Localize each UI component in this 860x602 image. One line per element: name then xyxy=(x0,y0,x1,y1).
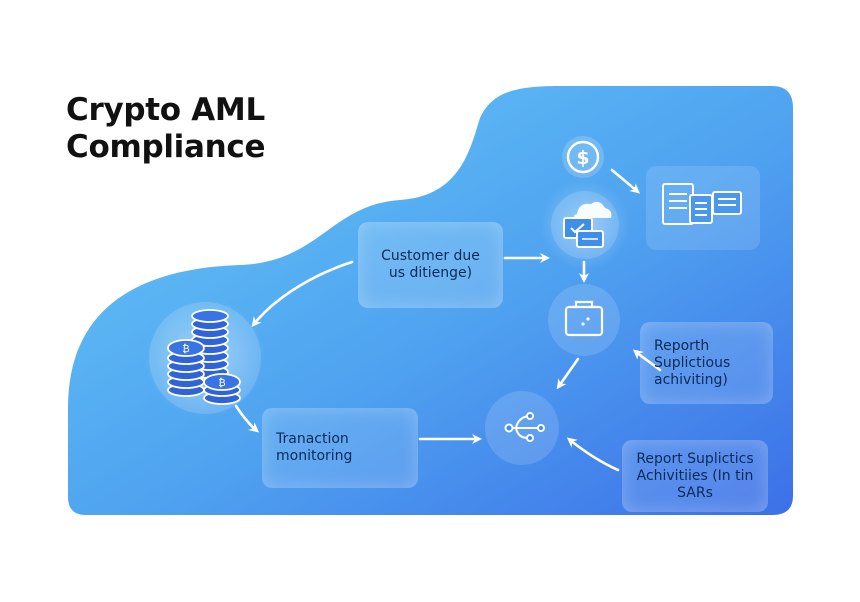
documents-icon xyxy=(662,183,742,225)
dollar-coin-icon: $ xyxy=(566,140,600,174)
card-label-line: us ditienge) xyxy=(388,265,473,281)
card-label-line: achiviting) xyxy=(654,371,728,388)
report-sars-card: Report Suplictics Achivitiies (In tin SA… xyxy=(622,440,768,512)
card-label-line: Report Suplictics xyxy=(636,450,754,467)
arrow-dollar-to-documents xyxy=(610,168,641,194)
card-label-line: Suplictious xyxy=(654,354,731,371)
arrow-report2-to-network xyxy=(566,437,620,472)
card-label-line: Tranaction xyxy=(276,431,349,447)
card-label-line: monitoring xyxy=(276,448,353,464)
flow-arrows xyxy=(234,168,662,472)
briefcase-icon xyxy=(564,300,604,337)
card-label-line: Reporth xyxy=(654,337,710,354)
title-line-1: Crypto AML xyxy=(66,92,265,128)
briefcase-node xyxy=(548,284,620,356)
arrow-report1-to-briefcase xyxy=(632,349,662,372)
card-label-line: SARs xyxy=(677,484,713,501)
card-label-line: Achivitiies (In tin xyxy=(636,467,754,484)
network-nodes-icon xyxy=(504,412,545,442)
title-line-2: Compliance xyxy=(66,129,266,165)
card-label-line: Customer due xyxy=(381,248,480,264)
svg-text:₿: ₿ xyxy=(218,377,225,389)
page-title: Crypto AML Compliance xyxy=(66,92,265,166)
transaction-monitoring-card: Tranaction monitoring xyxy=(262,408,418,488)
customer-due-diligence-card: Customer due us ditienge) xyxy=(358,222,503,308)
arrow-coins-to-transaction xyxy=(234,404,260,433)
arrow-briefcase-to-network xyxy=(556,357,580,390)
svg-text:₿: ₿ xyxy=(182,343,189,355)
cloud-computer-icon xyxy=(563,201,612,248)
svg-text:$: $ xyxy=(576,147,589,169)
coin-stacks-icon: ₿ ₿ xyxy=(167,309,241,405)
arrow-due-to-coins xyxy=(251,260,354,328)
report-suspicious-activity-card: Reporth Suplictious achiviting) xyxy=(640,322,773,404)
